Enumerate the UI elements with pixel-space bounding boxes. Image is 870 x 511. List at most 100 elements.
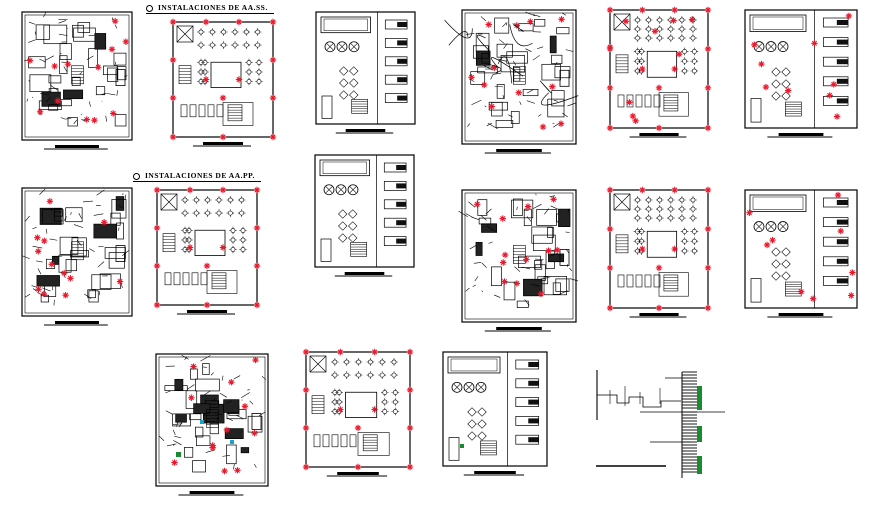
column-marker-icon [849, 269, 856, 276]
column-marker-icon [481, 81, 488, 89]
fixture-marker-green [460, 444, 464, 448]
column-marker-icon [171, 459, 178, 466]
column-marker-icon [371, 406, 378, 413]
column-marker-icon [704, 45, 712, 53]
column-marker-icon [688, 16, 696, 23]
column-marker-icon [833, 113, 841, 120]
column-marker-icon [501, 278, 508, 285]
column-marker-icon [223, 426, 231, 434]
column-marker-icon [203, 262, 211, 270]
title-aa-ss: INSTALACIONES DE AA.SS. [146, 3, 274, 14]
column-marker-icon [515, 89, 522, 96]
column-marker-icon [606, 264, 614, 272]
column-marker-icon [830, 81, 837, 88]
column-marker-icon [769, 236, 776, 244]
column-marker-icon [95, 64, 102, 71]
column-marker-icon [169, 18, 177, 26]
column-marker-icon [655, 84, 663, 92]
column-marker-icon [337, 406, 344, 413]
column-marker-icon [513, 280, 521, 287]
column-marker-icon [671, 245, 678, 253]
column-marker-icon [269, 18, 277, 26]
column-marker-icon [253, 186, 261, 194]
column-marker-icon [169, 133, 177, 141]
plan-pp-ground-2 [458, 189, 579, 332]
column-marker-icon [550, 196, 557, 203]
plan-dining-3 [302, 348, 414, 477]
column-marker-icon [606, 124, 614, 132]
plan-pp-dining [153, 186, 261, 315]
wiring-routes [444, 19, 579, 106]
plan-ss-dining-2 [606, 6, 712, 138]
column-marker-icon [557, 120, 565, 127]
column-marker-icon [762, 83, 770, 91]
column-marker-icon [221, 467, 228, 475]
column-marker-icon [704, 6, 712, 14]
column-marker-icon [253, 224, 261, 232]
wiring-markers [34, 198, 124, 299]
column-marker-icon [606, 304, 614, 312]
wiring-markers [746, 191, 856, 302]
column-marker-icon [186, 244, 194, 251]
column-marker-icon [61, 269, 68, 277]
plan-ss-dining [169, 18, 277, 147]
column-marker-icon [606, 43, 614, 51]
column-marker-icon [539, 123, 547, 131]
column-marker-icon [485, 21, 492, 28]
column-marker-icon [41, 237, 48, 245]
column-marker-icon [228, 378, 235, 386]
column-marker-icon [763, 241, 771, 249]
column-marker-icon [704, 124, 712, 132]
column-marker-icon [655, 264, 663, 272]
column-marker-icon [269, 133, 277, 141]
column-marker-icon [606, 84, 614, 92]
plan-roof-3 [442, 351, 548, 476]
column-marker-icon [406, 463, 414, 471]
column-marker-icon [235, 76, 243, 83]
column-marker-icon [751, 41, 758, 48]
plan-ss-roof [315, 11, 416, 134]
title-underline [133, 181, 261, 182]
column-marker-icon [203, 301, 211, 309]
wiring-markers [171, 356, 259, 475]
column-marker-icon [704, 186, 712, 194]
column-marker-icon [758, 60, 765, 68]
column-marker-icon [704, 304, 712, 312]
plan-pp-dining-2 [606, 186, 712, 318]
column-marker-icon [153, 224, 161, 232]
column-marker-icon [501, 251, 509, 259]
column-marker-icon [655, 304, 663, 312]
column-marker-icon [302, 424, 310, 432]
column-marker-icon [252, 356, 259, 364]
column-marker-icon [269, 56, 277, 64]
column-marker-icon [606, 225, 614, 233]
column-marker-icon [651, 28, 659, 35]
fixture-marker-cyan [200, 420, 204, 424]
column-marker-icon [639, 6, 646, 14]
column-marker-icon [253, 262, 261, 270]
column-marker-icon [169, 94, 177, 102]
column-marker-icon [639, 245, 646, 253]
column-marker-icon [537, 290, 545, 298]
column-marker-icon [153, 186, 161, 194]
column-marker-icon [109, 110, 117, 117]
column-marker-icon [302, 348, 310, 356]
column-marker-icon [704, 225, 712, 233]
column-marker-icon [269, 94, 277, 102]
column-marker-icon [811, 40, 818, 47]
column-marker-icon [190, 363, 197, 370]
column-marker-icon [46, 198, 54, 205]
title-bullet-icon [146, 4, 153, 12]
column-marker-icon [108, 46, 116, 53]
column-marker-icon [474, 201, 481, 208]
column-marker-icon [235, 18, 243, 26]
column-marker-icon [36, 108, 44, 116]
column-marker-icon [558, 16, 565, 23]
column-marker-icon [302, 463, 310, 471]
plan-pp-roof-2 [744, 189, 858, 318]
column-marker-icon [468, 74, 475, 81]
column-marker-icon [169, 56, 177, 64]
column-marker-icon [26, 57, 34, 64]
column-marker-icon [51, 62, 58, 70]
